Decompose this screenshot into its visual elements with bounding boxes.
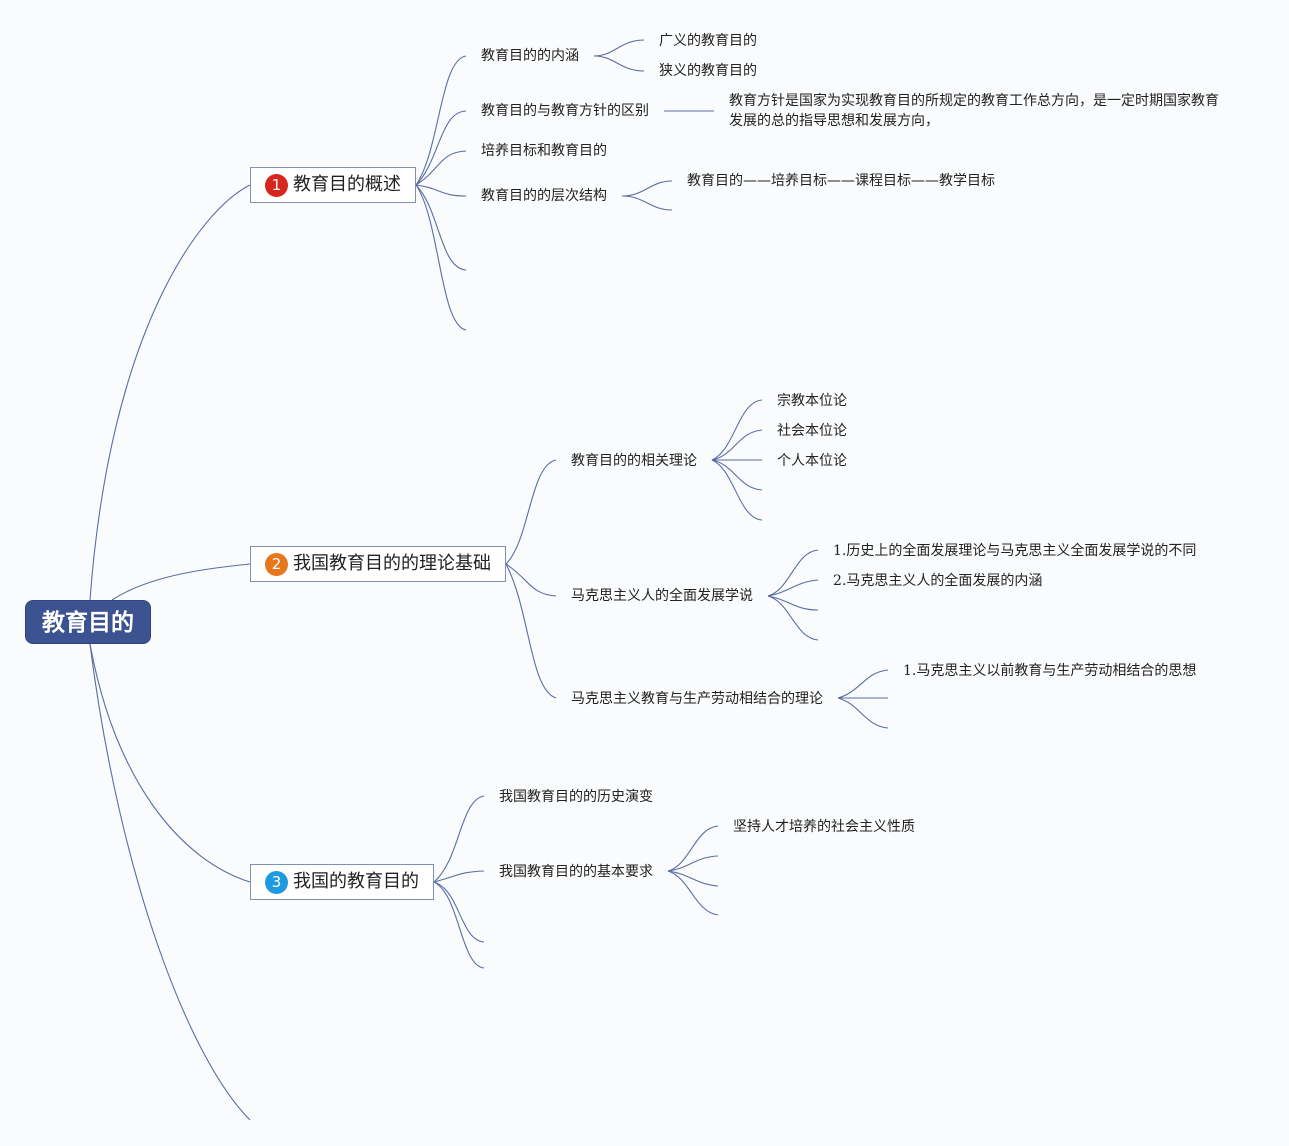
link-b2c1-g2 [711,429,763,461]
topic-b1-c3[interactable]: 培养目标和教育目的 [481,143,607,159]
number-badge-3: 3 [265,871,288,894]
topic-b1-c1-g1[interactable]: 广义的教育目的 [659,33,757,49]
link-b1c1-g2 [593,55,645,72]
topic-b2-c2-g1[interactable]: 1.历史上的全面发展理论与马克思主义全面发展学说的不同 [833,543,1197,559]
branch-label-3: 我国的教育目的 [293,871,419,892]
number-badge-1: 1 [265,174,288,197]
number-badge-2: 2 [265,553,288,576]
topic-b1-c1-g2[interactable]: 狭义的教育目的 [659,63,757,79]
link-b3-c2 [433,870,485,883]
topic-b1-c4-g1[interactable]: 教育目的——培养目标——课程目标——教学目标 [687,173,995,189]
link-b3-c1 [433,795,485,883]
link-b1-c3 [415,150,467,186]
topic-b2-c3-g1[interactable]: 1.马克思主义以前教育与生产劳动相结合的思想 [903,663,1197,679]
link-b1-empty1 [415,184,467,271]
branch-node-3[interactable]: 3 我国的教育目的 [250,864,434,900]
topic-b2-c1-g1[interactable]: 宗教本位论 [777,393,847,409]
link-b1c4-g1 [621,180,673,197]
topic-b2-c1-g2[interactable]: 社会本位论 [777,423,847,439]
branch-label-2: 我国教育目的的理论基础 [293,553,491,574]
topic-b2-c1-g3[interactable]: 个人本位论 [777,453,847,469]
branch-node-2[interactable]: 2 我国教育目的的理论基础 [250,546,506,582]
topic-b2-c3[interactable]: 马克思主义教育与生产劳动相结合的理论 [571,691,823,707]
topic-b3-c1[interactable]: 我国教育目的的历史演变 [499,789,653,805]
link-b3c2-empty3 [667,870,719,916]
topic-b1-c2-g1[interactable]: 教育方针是国家为实现教育目的所规定的教育工作总方向，是一定时期国家教育发展的总的… [729,93,1219,129]
link-b2-c1 [505,459,557,565]
link-b2-c3 [505,563,557,699]
link-b2c3-empty2 [837,697,889,729]
topic-b1-c1[interactable]: 教育目的的内涵 [481,48,579,64]
link-b2-c2 [505,563,557,597]
link-b3c2-empty1 [667,855,719,872]
link-b2c2-g2 [767,579,819,597]
link-b3c2-g1 [667,825,719,872]
link-b3c2-empty2 [667,870,719,887]
topic-b2-c2[interactable]: 马克思主义人的全面发展学说 [571,588,753,604]
topic-b1-c2[interactable]: 教育目的与教育方针的区别 [481,103,649,119]
link-b2c1-g1 [711,399,763,461]
topic-b3-c2-g1[interactable]: 坚持人才培养的社会主义性质 [733,819,915,835]
link-b1-c1 [415,55,467,186]
link-b2c2-g1 [767,549,819,597]
topic-b3-c2[interactable]: 我国教育目的的基本要求 [499,864,653,880]
link-root-branch1 [89,184,251,601]
link-b1-c4 [415,184,467,197]
link-b2c2-empty2 [767,595,819,641]
link-b2c1-empty2 [711,459,763,521]
link-b2c1-empty1 [711,459,763,491]
branch-label-1: 教育目的概述 [293,174,401,195]
link-b2c3-g1 [837,669,889,699]
link-root-branch3 [89,643,251,883]
link-b1c1-g1 [593,39,645,57]
link-b1c4-empty [621,195,673,211]
link-b1-c2 [415,110,467,186]
link-b1-empty2 [415,184,467,331]
topic-b2-c2-g2[interactable]: 2.马克思主义人的全面发展的内涵 [833,573,1043,589]
link-b2c2-empty1 [767,595,819,611]
link-root-empty [89,643,251,1121]
root-node[interactable]: 教育目的 [25,600,151,644]
link-b3-empty1 [433,881,485,943]
link-root-branch2 [111,563,251,601]
topic-b1-c4[interactable]: 教育目的的层次结构 [481,188,607,204]
link-b3-empty2 [433,881,485,969]
topic-b2-c1[interactable]: 教育目的的相关理论 [571,453,697,469]
branch-node-1[interactable]: 1 教育目的概述 [250,167,416,203]
